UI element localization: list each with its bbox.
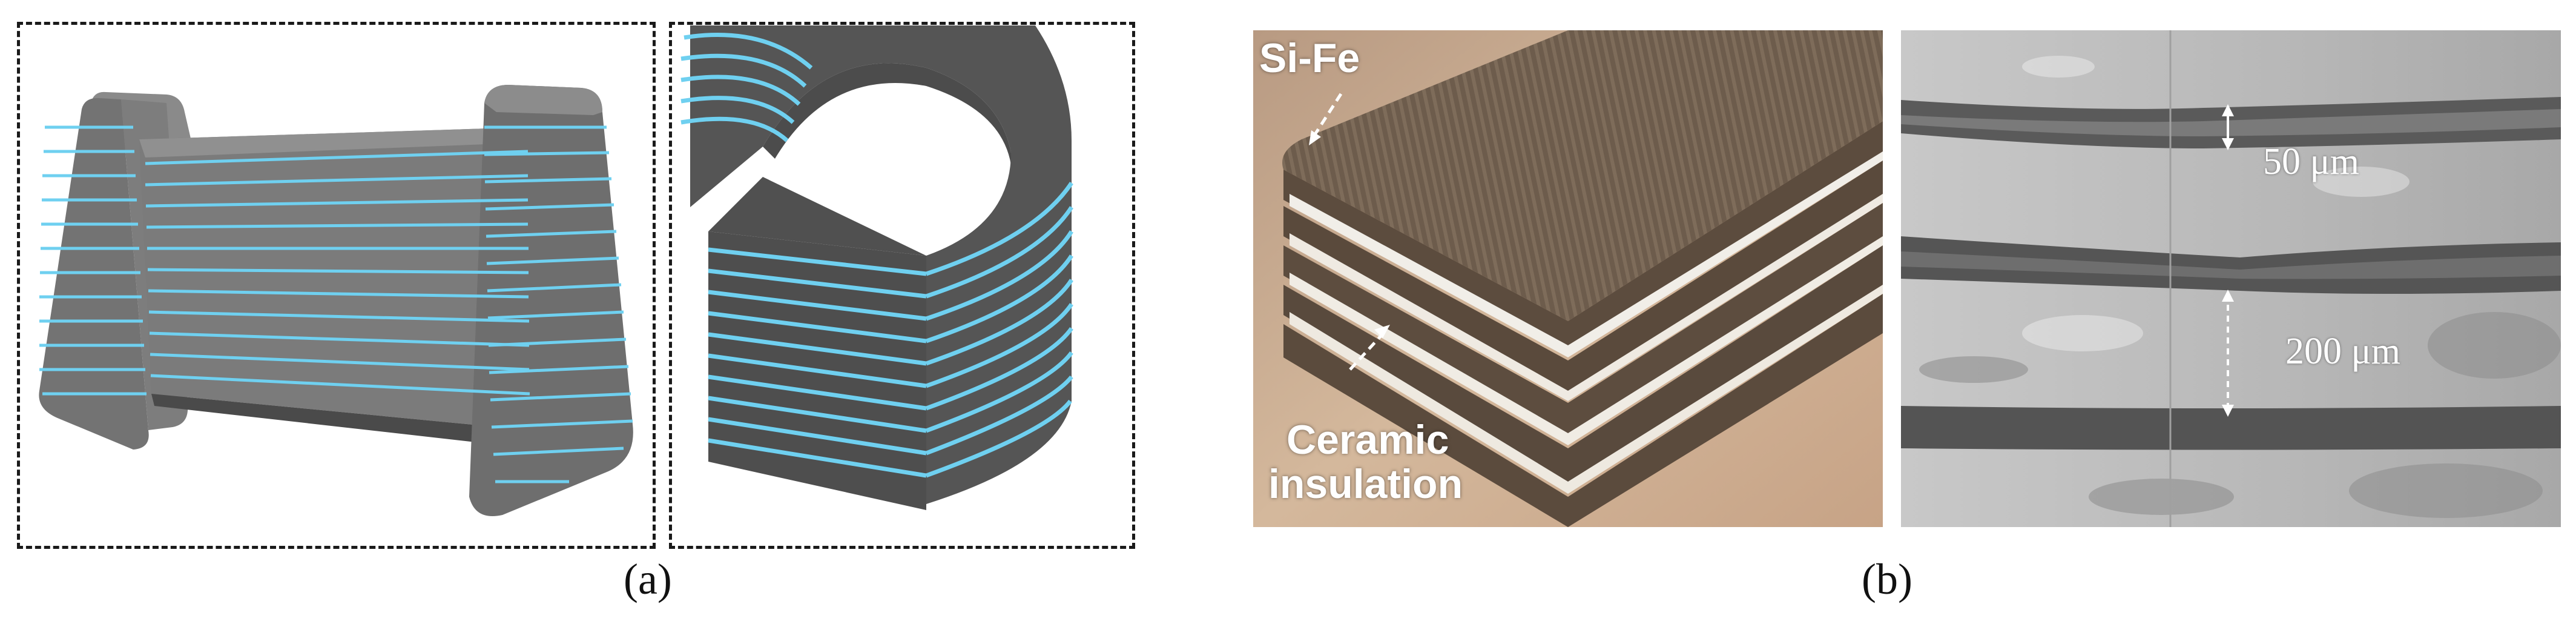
ceramic-label-line2: insulation xyxy=(1268,461,1463,508)
thickness-200um-label: 200 μm xyxy=(2285,331,2400,372)
si-fe-label: Si-Fe xyxy=(1259,35,1360,81)
thickness-50um-label: 50 μm xyxy=(2263,141,2359,182)
micrograph-cross-section xyxy=(1901,30,2561,527)
ceramic-insulation-label: Ceramic insulation xyxy=(1268,417,1463,508)
printed-stack-photo xyxy=(1253,30,1883,527)
ceramic-label-line1: Ceramic xyxy=(1286,417,1449,463)
right-flange xyxy=(469,85,633,516)
ring-body xyxy=(672,25,1072,504)
panel-a-right-frame xyxy=(669,22,1135,549)
panel-a-caption: (a) xyxy=(624,555,672,603)
panel-a-left-frame xyxy=(17,22,656,549)
panel-b-caption: (b) xyxy=(1862,555,1912,603)
laminated-ring-core xyxy=(672,25,1073,510)
laminated-bobbin-core xyxy=(39,85,633,516)
